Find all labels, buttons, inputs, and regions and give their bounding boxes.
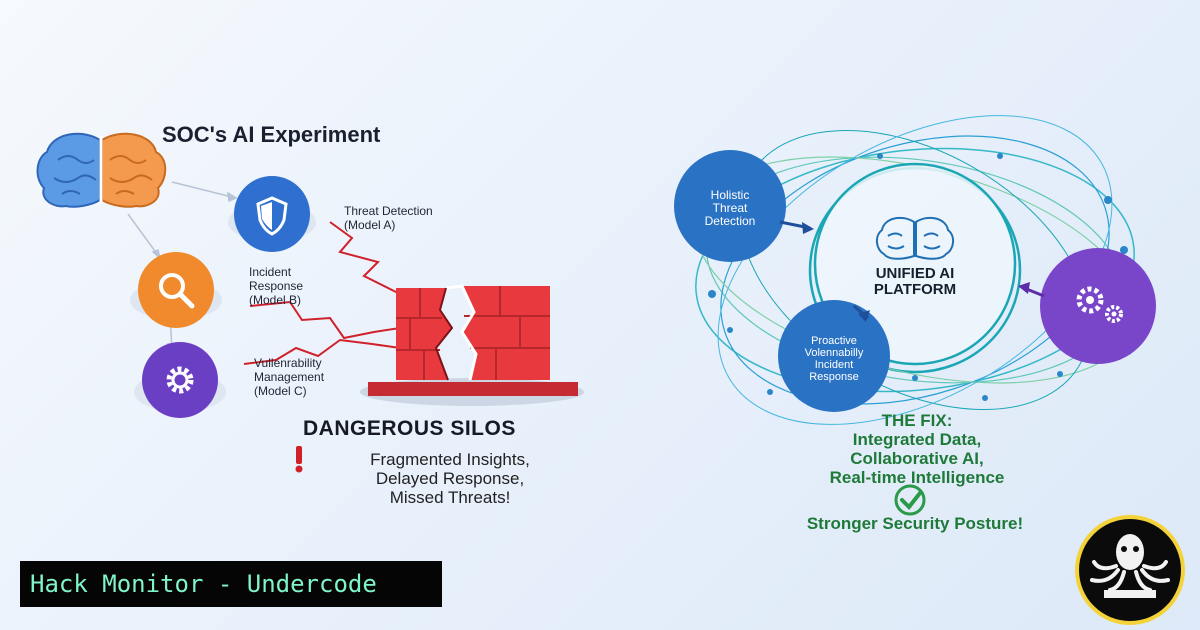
bubble-proactive-text: Proactive Volennabilly Incident Response — [804, 335, 864, 383]
banner-dash: - — [203, 570, 247, 598]
outcome-text: Stronger Security Posture! — [806, 514, 1024, 533]
brain-icon — [36, 132, 167, 208]
octopus-logo — [1075, 515, 1185, 625]
model-c-label: Vullenrability Management (Model C) — [254, 356, 325, 398]
alert-icon — [295, 446, 303, 473]
model-a-label: Threat Detection (Model A) — [344, 204, 433, 232]
bubble-holistic — [674, 150, 814, 262]
model-b-node — [130, 252, 222, 328]
gear-icon — [166, 366, 194, 394]
banner-left: Hack Monitor — [30, 570, 204, 598]
checkmark-icon — [894, 484, 926, 516]
shield-icon — [256, 196, 288, 236]
brand-banner: Hack Monitor - Undercode — [20, 561, 442, 607]
silos-description: Fragmented Insights, Delayed Response, M… — [370, 450, 530, 507]
model-a-node — [228, 176, 316, 252]
magnifier-icon — [159, 273, 195, 309]
model-c-node — [134, 342, 226, 418]
gear-bubble — [1018, 248, 1156, 364]
fix-text: THE FIX: Integrated Data, Collaborative … — [829, 411, 1005, 487]
hub-brain-icon — [876, 216, 954, 260]
bubble-proactive — [778, 300, 890, 412]
unified-platform-label: UNIFIED AI PLATFORM — [873, 265, 957, 298]
banner-right: Undercode — [246, 570, 377, 598]
silos-heading: DANGEROUS SILOS — [303, 417, 516, 440]
broken-wall — [360, 284, 584, 406]
bubble-holistic-text: Holistic Threat Detection — [704, 188, 756, 228]
model-b-label: Incident Response (Model B) — [249, 265, 304, 307]
diagram-title: SOC's AI Experiment — [162, 122, 381, 147]
gears-icon — [1076, 286, 1104, 314]
